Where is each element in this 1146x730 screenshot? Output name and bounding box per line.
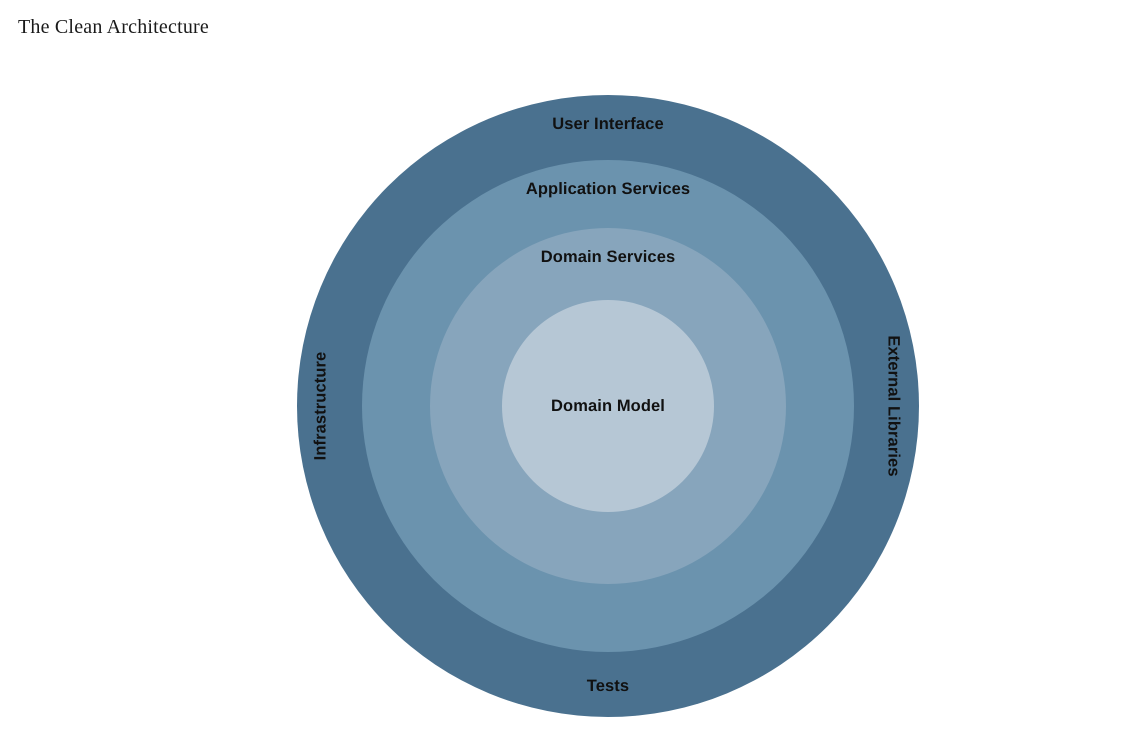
label-external-libraries: External Libraries: [884, 335, 903, 477]
label-infrastructure: Infrastructure: [311, 351, 330, 461]
label-domain-services: Domain Services: [540, 248, 676, 266]
label-tests: Tests: [586, 677, 630, 695]
page-title: The Clean Architecture: [18, 16, 209, 38]
label-domain-model: Domain Model: [551, 397, 665, 415]
label-user-interface: User Interface: [552, 115, 664, 133]
ring-domain-model[interactable]: [502, 300, 714, 512]
label-application-services: Application Services: [525, 180, 691, 198]
